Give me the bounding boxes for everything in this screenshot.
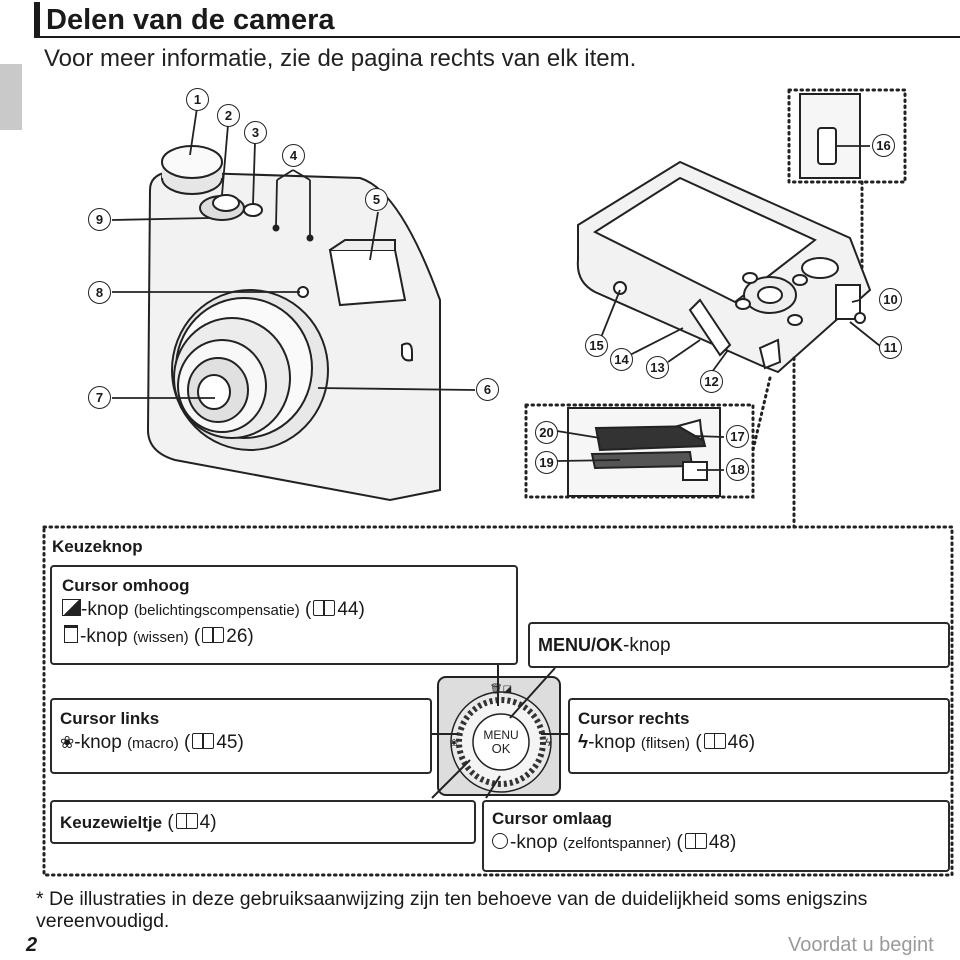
book-icon	[313, 600, 336, 616]
book-icon	[684, 833, 707, 849]
callout-number: 7	[88, 386, 111, 409]
ok-text: OK	[492, 741, 511, 756]
book-icon	[202, 627, 225, 643]
macro-icon: ❀	[60, 733, 75, 752]
selector-button-image: MENU OK 🗑◪ ❀ ϟ	[437, 676, 561, 796]
inset-frame-top	[787, 88, 907, 184]
keuzeknop-heading: Keuzeknop	[52, 537, 143, 556]
svg-text:🗑◪: 🗑◪	[490, 683, 512, 695]
callout-number: 12	[700, 370, 723, 393]
section-hint: Voordat u begint	[788, 934, 934, 956]
menu-ok-label: MENU/OK-knop	[538, 635, 671, 656]
title-bar-accent	[34, 2, 40, 38]
page-title: Delen van de camera	[46, 4, 335, 36]
cursor-right-box: Cursor rechts ϟ-knop (flitsen) (46)	[568, 698, 950, 774]
af-cover	[801, 257, 839, 279]
flash-icon: ϟ	[578, 732, 589, 753]
callout-number: 14	[610, 348, 633, 371]
callout-number: 13	[646, 356, 669, 379]
cursor-left-title: Cursor links	[60, 709, 160, 728]
callout-number: 8	[88, 281, 111, 304]
footnote: * De illustraties in deze gebruiksaanwij…	[36, 888, 868, 932]
book-icon	[703, 733, 726, 749]
callout-number: 17	[726, 425, 749, 448]
book-icon	[175, 813, 198, 829]
callout-number: 10	[879, 288, 902, 311]
svg-text:❀: ❀	[450, 738, 458, 749]
cursor-up-box: Cursor omhoog -knop (belichtingscompensa…	[50, 565, 518, 665]
cursor-down-title: Cursor omlaag	[492, 809, 612, 828]
cursor-right-title: Cursor rechts	[578, 709, 690, 728]
title-underline	[40, 36, 960, 38]
page-number: 2	[26, 934, 38, 956]
callout-number: 2	[217, 104, 240, 127]
command-dial-box: Keuzewieltje (4)	[50, 800, 476, 844]
command-dial-line: Keuzewieltje (4)	[60, 812, 217, 833]
cursor-up-line-1: -knop (belichtingscompensatie) (44)	[62, 597, 516, 624]
menu-ok-box: MENU/OK-knop	[528, 622, 950, 668]
cursor-up-title: Cursor omhoog	[62, 576, 190, 595]
book-icon	[192, 733, 215, 749]
callout-number: 5	[365, 188, 388, 211]
callout-number: 4	[282, 144, 305, 167]
menu-text: MENU	[483, 728, 518, 742]
keuzeknop-frame	[42, 525, 954, 877]
lcd-monitor	[592, 176, 817, 304]
callout-number: 15	[585, 334, 608, 357]
callout-number: 19	[535, 451, 558, 474]
callout-number: 3	[244, 121, 267, 144]
exposure-compensation-icon	[62, 599, 81, 616]
callout-number: 11	[879, 336, 902, 359]
page-subtitle: Voor meer informatie, zie de pagina rech…	[44, 45, 637, 72]
callout-number: 18	[726, 458, 749, 481]
battery-cover	[688, 298, 732, 357]
svg-text:ϟ: ϟ	[545, 737, 551, 749]
cursor-left-box: Cursor links ❀-knop (macro) (45)	[50, 698, 432, 774]
cursor-down-box: Cursor omlaag -knop (zelfontspanner) (48…	[482, 800, 950, 872]
callout-number: 1	[186, 88, 209, 111]
callout-number: 20	[535, 421, 558, 444]
chapter-tab	[0, 64, 22, 130]
self-timer-icon	[492, 833, 508, 849]
cursor-left-line: ❀-knop (macro) (45)	[60, 732, 244, 753]
trash-icon	[64, 625, 78, 643]
cursor-up-line-2: -knop (wissen) (26)	[62, 624, 516, 651]
callout-number: 9	[88, 208, 111, 231]
tripod-mount	[613, 281, 627, 295]
callout-number: 6	[476, 378, 499, 401]
cursor-right-line: ϟ-knop (flitsen) (46)	[578, 732, 756, 753]
cursor-down-line: -knop (zelfontspanner) (48)	[492, 830, 948, 857]
battery	[594, 424, 707, 452]
shutter-button	[212, 194, 240, 212]
callout-number: 16	[872, 134, 895, 157]
strap-eyelet	[835, 284, 861, 320]
